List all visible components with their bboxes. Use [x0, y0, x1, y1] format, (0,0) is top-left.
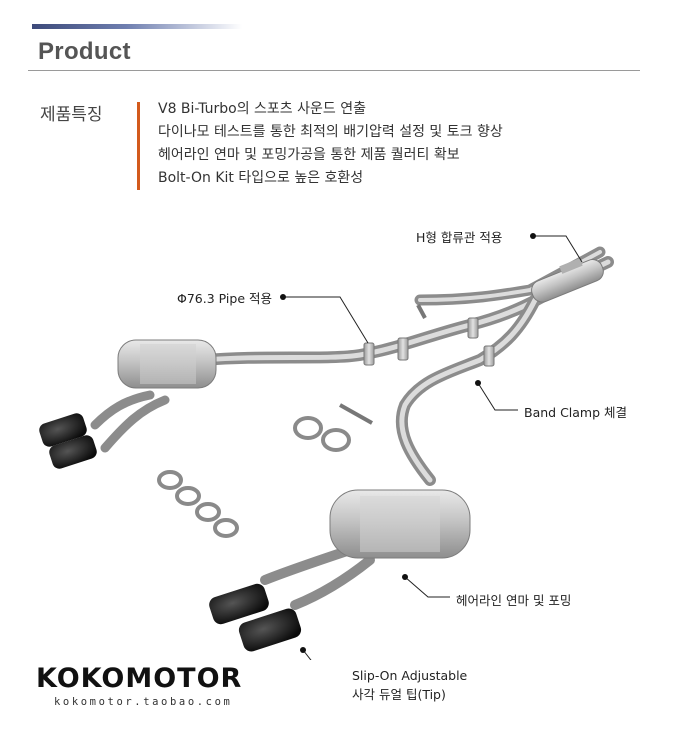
callout-hairline: 헤어라인 연마 및 포밍	[456, 593, 572, 608]
callout-band-clamp: Band Clamp 체결	[524, 405, 628, 420]
callout-dots	[280, 233, 536, 653]
features-accent-bar	[137, 102, 140, 190]
callout-h-pipe: H형 합류관 적용	[416, 230, 503, 245]
features-label: 제품특징	[40, 105, 103, 125]
callout-tip-line2: 사각 듀얼 팁(Tip)	[352, 687, 446, 702]
feature-item: V8 Bi-Turbo의 스포츠 사운드 연출	[158, 101, 366, 117]
brand-logo: KOKOMOTOR	[36, 663, 243, 694]
loose-clamps	[157, 416, 351, 538]
callout-tip-line1: Slip-On Adjustable	[352, 668, 468, 683]
page-title: Product	[38, 38, 131, 65]
h-pipe-crossover	[531, 258, 604, 303]
features-list: V8 Bi-Turbo의 스포츠 사운드 연출 다이나모 테스트를 통한 최적의…	[158, 98, 503, 190]
brand-url: kokomotor.taobao.com	[54, 696, 233, 708]
band-clamps	[363, 317, 495, 367]
feature-item: Bolt-On Kit 타입으로 높은 호환성	[158, 170, 364, 186]
header-accent-bar	[32, 24, 242, 29]
hanger-bracket	[339, 304, 427, 425]
feature-item: 헤어라인 연마 및 포밍가공을 통한 제품 퀄러티 확보	[158, 147, 460, 163]
front-tips	[209, 583, 302, 652]
callout-leaders	[283, 235, 583, 660]
rear-muffler	[117, 339, 217, 389]
rear-tips	[39, 413, 97, 469]
exhaust-system-image	[39, 233, 614, 660]
feature-item: 다이나모 테스트를 통한 최적의 배기압력 설정 및 토크 향상	[158, 124, 503, 140]
front-muffler	[329, 489, 471, 559]
title-divider	[28, 70, 640, 71]
pipes	[90, 246, 614, 610]
callout-pipe-size: Φ76.3 Pipe 적용	[177, 291, 272, 306]
